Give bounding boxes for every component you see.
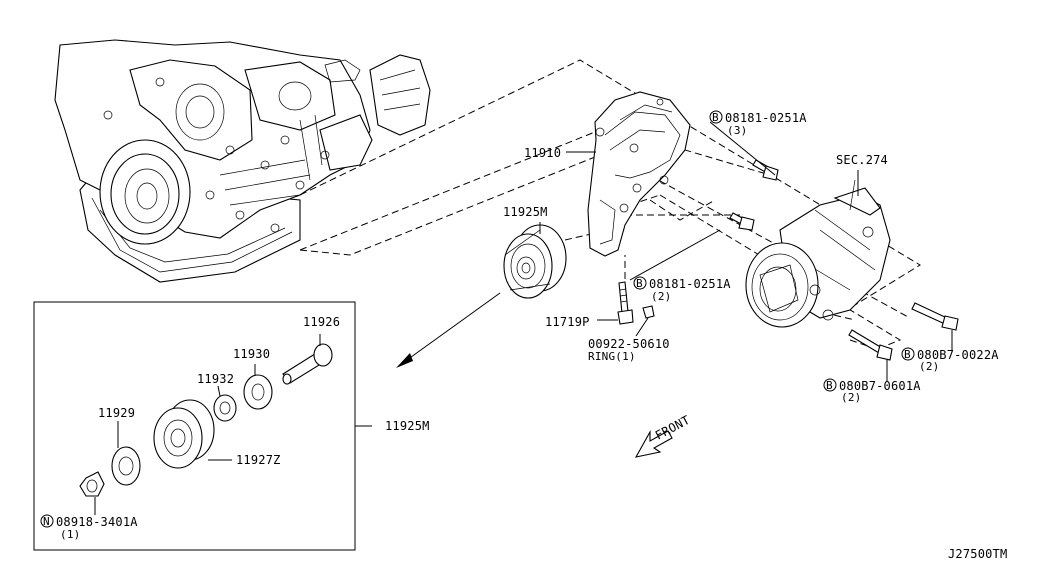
label-detail-ref: 11925M bbox=[385, 419, 430, 433]
detail-pulley-11927z bbox=[153, 399, 232, 469]
bolt-080b7-0022a bbox=[911, 302, 959, 331]
label-ring-name: RING(1) bbox=[588, 350, 636, 363]
marker-b-right: B bbox=[904, 348, 911, 361]
detail-nut-08918 bbox=[79, 471, 105, 515]
label-washer-11929: 11929 bbox=[98, 406, 135, 420]
label-bolt-mid-qty: (2) bbox=[651, 290, 671, 303]
label-bolt-lower: 080B7-0601A bbox=[839, 379, 921, 393]
label-bolt-top-qty: (3) bbox=[727, 124, 747, 137]
bolt-11719p bbox=[617, 281, 634, 325]
label-bracket: 11910 bbox=[524, 146, 561, 160]
label-sec-ref: SEC.274 bbox=[836, 153, 888, 167]
bolt-marker-top bbox=[709, 110, 723, 124]
front-arrow bbox=[634, 429, 673, 458]
detail-washer-11930 bbox=[243, 364, 273, 410]
label-bolt-mid: 08181-0251A bbox=[649, 277, 731, 291]
detail-shaft-11926 bbox=[282, 334, 333, 385]
bolt-080b7-0601a bbox=[848, 329, 893, 361]
bolt-marker-lower bbox=[823, 378, 837, 392]
labels: 11910 11925M 11719P 00922-50610 RING(1) … bbox=[40, 110, 1007, 561]
label-bolt-right: 080B7-0022A bbox=[917, 348, 999, 362]
label-pulley-assy: 11925M bbox=[503, 205, 548, 219]
marker-b-top: B bbox=[712, 111, 719, 124]
detail-arrow bbox=[396, 292, 501, 368]
label-diagram-code: J27500TM bbox=[948, 547, 1007, 561]
label-nut-part: 08918-3401A bbox=[56, 515, 138, 529]
marker-b-lower: B bbox=[826, 379, 833, 392]
label-pulley-11927z: 11927Z bbox=[236, 453, 281, 467]
bolt-08181-top bbox=[752, 159, 779, 181]
engine-drawing bbox=[54, 39, 431, 283]
bracket-11910 bbox=[587, 91, 691, 257]
leader-lines bbox=[355, 121, 953, 427]
label-bolt-lower-qty: (2) bbox=[841, 391, 861, 404]
detail-box bbox=[33, 301, 356, 551]
bolt-marker-right bbox=[901, 347, 915, 361]
label-washer-11930: 11930 bbox=[233, 347, 270, 361]
label-bolt-11719: 11719P bbox=[545, 315, 590, 329]
label-nut-qty: (1) bbox=[60, 528, 80, 541]
label-ring-part: 00922-50610 bbox=[588, 337, 670, 351]
nut-marker bbox=[40, 514, 54, 528]
marker-b-mid: B bbox=[636, 277, 643, 290]
label-spacer-11932: 11932 bbox=[197, 372, 234, 386]
idler-pulley-11925m bbox=[503, 224, 567, 299]
label-bolt-right-qty: (2) bbox=[919, 360, 939, 373]
bolt-marker-mid bbox=[633, 276, 647, 290]
marker-n: N bbox=[43, 515, 50, 528]
label-bolt-top: 08181-0251A bbox=[725, 111, 807, 125]
bolt-08181-mid bbox=[729, 212, 755, 231]
ring-00922 bbox=[642, 305, 655, 319]
label-shaft: 11926 bbox=[303, 315, 340, 329]
detail-washer-11929 bbox=[111, 421, 141, 486]
detail-spacer-11932 bbox=[213, 385, 237, 422]
ac-compressor bbox=[745, 179, 891, 328]
